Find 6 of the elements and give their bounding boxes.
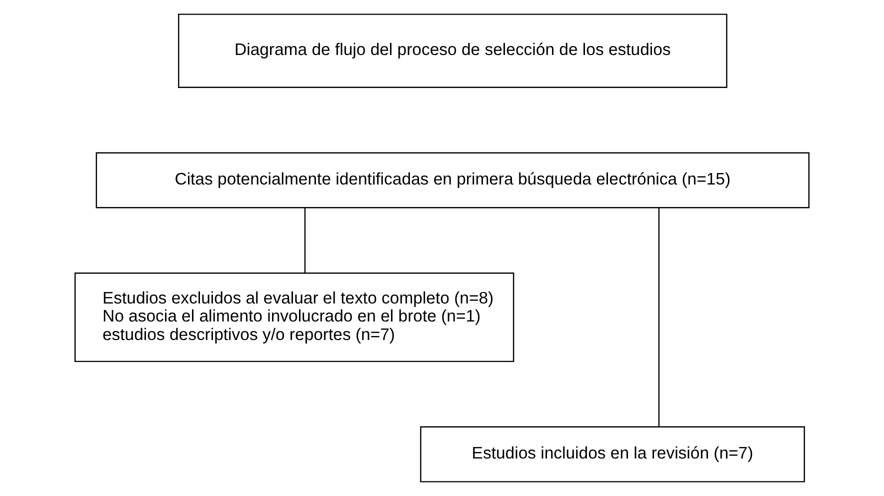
node-box: Diagrama de flujo del proceso de selección de los estudios — [178, 14, 728, 88]
node-box: Citas potencialmente identificadas en primera búsqueda electrónica (n=15) — [96, 152, 810, 208]
node-box: Estudios excluidos al evaluar el texto completo (n=8) No asocia el alimento involucrado en el brote (n=1) estudios descriptivos y/o reportes (n=7) — [74, 272, 514, 362]
connector — [658, 208, 660, 427]
connector — [304, 208, 306, 273]
node-box: Estudios incluidos en la revisión (n=7) — [420, 426, 805, 482]
